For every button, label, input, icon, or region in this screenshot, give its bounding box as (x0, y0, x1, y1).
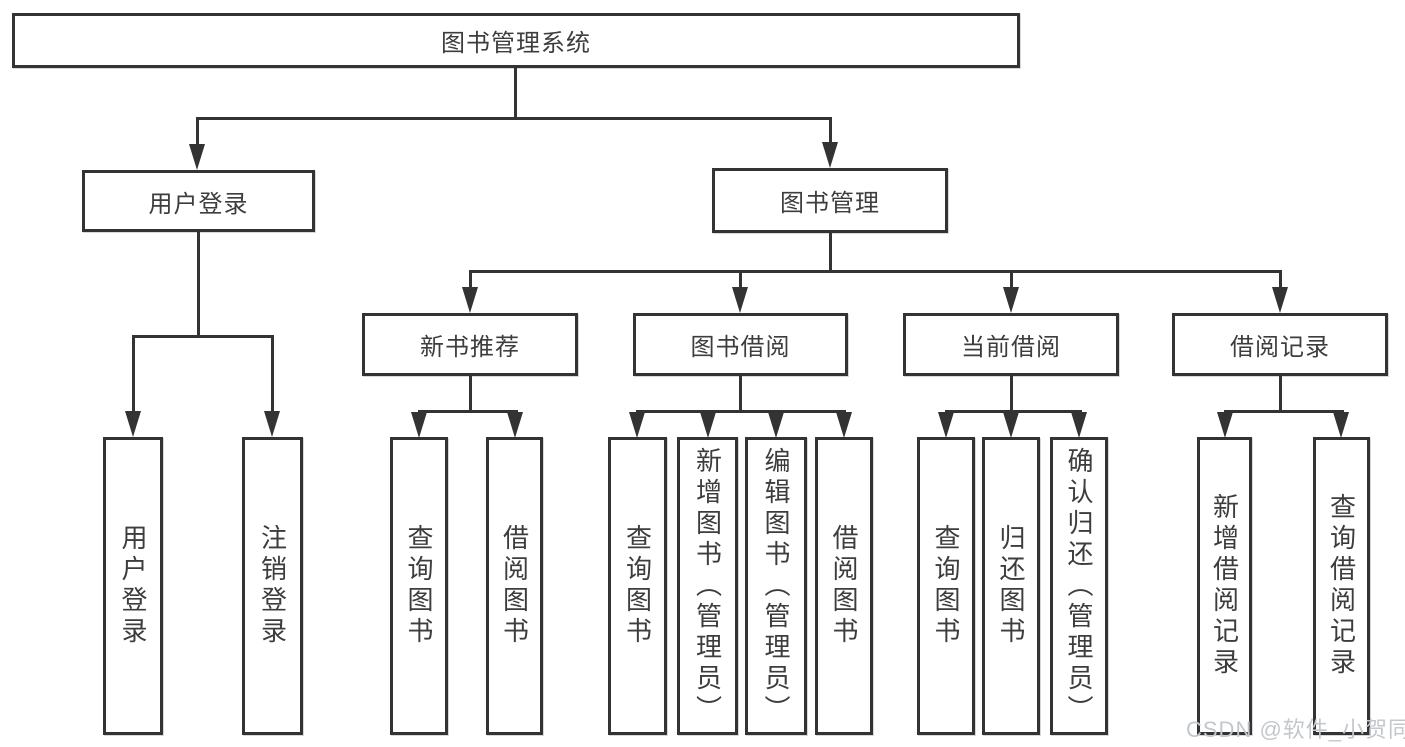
leaf-user-login: 用户登录 (103, 437, 163, 735)
node-user-login: 用户登录 (82, 170, 315, 232)
node-current-borrowing: 当前借阅 (903, 313, 1119, 376)
leaf-bb-add-book-admin: 新增图书（管理员） (677, 437, 738, 735)
connector-bb-stem (739, 376, 742, 412)
connector-cb-stem (1010, 376, 1013, 412)
connector-user-branch (132, 335, 274, 338)
leaf-cb-query-book: 查询图书 (917, 437, 975, 735)
connector-user-drop-2 (271, 335, 274, 415)
connector-user-drop-1 (132, 335, 135, 415)
leaf-bb-edit-book-admin: 编辑图书（管理员） (745, 437, 807, 735)
arrowhead-cb-return (1003, 412, 1019, 438)
leaf-bb-borrow-book: 借阅图书 (815, 437, 873, 735)
node-book-management: 图书管理 (712, 168, 948, 233)
arrowhead-cb-confirm (1071, 412, 1087, 438)
node-borrow-records: 借阅记录 (1172, 313, 1388, 376)
connector-cb-branch (945, 410, 1082, 413)
arrowhead-br-query (1333, 412, 1349, 438)
arrowhead-user-login (189, 144, 205, 170)
connector-br-branch (1224, 410, 1344, 413)
connector-root-stem (514, 68, 517, 120)
connector-level3-branch (469, 270, 1282, 273)
arrowhead-leaf-user-login (125, 411, 141, 437)
leaf-cb-return-book: 归还图书 (982, 437, 1040, 735)
leaf-rec-borrow-book: 借阅图书 (486, 437, 543, 735)
arrowhead-borrow-records (1272, 287, 1288, 313)
arrowhead-bb-add (700, 412, 716, 438)
arrowhead-rec-query (411, 412, 427, 438)
leaf-logout: 注销登录 (242, 437, 303, 735)
node-library-system: 图书管理系统 (12, 13, 1020, 68)
arrowhead-leaf-logout (264, 411, 280, 437)
connector-user-stem (197, 232, 200, 337)
arrowhead-cb-query (938, 412, 954, 438)
connector-level2-branch (196, 117, 832, 120)
connector-rec-drop (469, 270, 472, 292)
connector-book-mgmt-drop (829, 117, 832, 149)
arrowhead-current-borrow (1003, 287, 1019, 313)
arrowhead-rec-borrow (507, 412, 523, 438)
connector-rec-stem (469, 376, 472, 412)
leaf-rec-query-book: 查询图书 (390, 437, 448, 735)
connector-mgmt-stem (829, 233, 832, 272)
arrowhead-bb-borrow (836, 412, 852, 438)
connector-br-drop (1279, 270, 1282, 292)
arrowhead-bb-edit (768, 412, 784, 438)
connector-bb-branch (636, 410, 846, 413)
connector-cb-drop (1010, 270, 1013, 292)
csdn-watermark: CSDN @软件_小贺同学 (1186, 717, 1405, 742)
node-book-borrowing: 图书借阅 (633, 313, 848, 376)
arrowhead-br-add (1217, 412, 1233, 438)
leaf-br-add-record: 新增借阅记录 (1197, 437, 1252, 735)
arrowhead-bb-query (629, 412, 645, 438)
leaf-br-query-record: 查询借阅记录 (1313, 437, 1370, 735)
node-new-book-recommend: 新书推荐 (362, 313, 578, 376)
arrowhead-book-mgmt (822, 142, 838, 168)
connector-br-stem (1279, 376, 1282, 412)
leaf-bb-query-book: 查询图书 (608, 437, 667, 735)
arrowhead-book-borrow (732, 287, 748, 313)
connector-bb-drop (739, 270, 742, 292)
arrowhead-new-book-rec (462, 287, 478, 313)
connector-user-login-drop (196, 117, 199, 149)
connector-rec-branch (418, 410, 518, 413)
leaf-cb-confirm-return-admin: 确认归还（管理员） (1050, 437, 1108, 735)
